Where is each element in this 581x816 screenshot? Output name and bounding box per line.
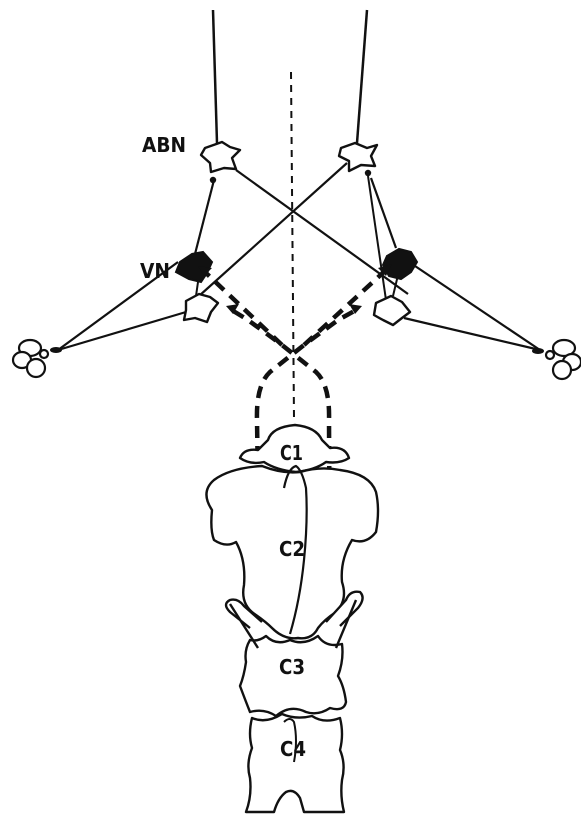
right-vn-filled-neuron xyxy=(381,247,419,281)
right-afferent-lower xyxy=(403,316,541,352)
left-vn-to-abn xyxy=(193,179,216,255)
right-transverse-process xyxy=(325,590,364,649)
left-synapse-dot xyxy=(209,176,217,184)
c2-label: C2 xyxy=(279,537,305,561)
c4-label: C4 xyxy=(280,737,306,761)
right-ganglion xyxy=(532,348,544,354)
right-abn-neuron xyxy=(337,141,379,173)
c3-label: C3 xyxy=(279,655,305,679)
midline xyxy=(290,71,295,419)
right-abn-cross-axon xyxy=(198,162,348,297)
vertebra-c1 xyxy=(238,423,351,474)
vertebra-c4 xyxy=(244,712,346,814)
right-arrowhead-upper xyxy=(378,264,392,276)
vertebra-c2 xyxy=(205,464,380,640)
vn-label: VN xyxy=(140,259,170,283)
left-afferent-upper xyxy=(57,261,179,351)
right-arrowhead-lower xyxy=(349,304,362,314)
dashed-neck-projections xyxy=(203,268,388,619)
left-vn-open-neuron xyxy=(182,292,220,324)
abn-label: ABN xyxy=(142,133,186,157)
left-transverse-process xyxy=(224,598,263,649)
left-labyrinth xyxy=(11,338,50,379)
left-arrowhead-lower xyxy=(226,304,239,314)
right-vn-to-abn xyxy=(369,177,398,249)
right-abn-axon xyxy=(355,9,369,144)
vertebra-c2-dens xyxy=(282,464,308,635)
right-open-vn-to-abn xyxy=(367,175,387,301)
vertebra-c3 xyxy=(238,634,348,718)
left-ganglion xyxy=(50,347,62,353)
left-abn-axon xyxy=(211,9,219,144)
c1-label: C1 xyxy=(280,441,303,465)
right-labyrinth xyxy=(544,338,581,381)
right-synapse-dot xyxy=(364,169,372,177)
vertebra-c4-inner xyxy=(283,718,297,763)
left-afferent-lower xyxy=(57,310,187,352)
right-afferent-upper xyxy=(414,265,541,351)
left-vn-filled-neuron xyxy=(174,250,214,284)
left-arrowhead-upper xyxy=(198,266,212,276)
left-abn-neuron xyxy=(199,140,242,174)
right-vn-open-neuron xyxy=(372,294,412,327)
